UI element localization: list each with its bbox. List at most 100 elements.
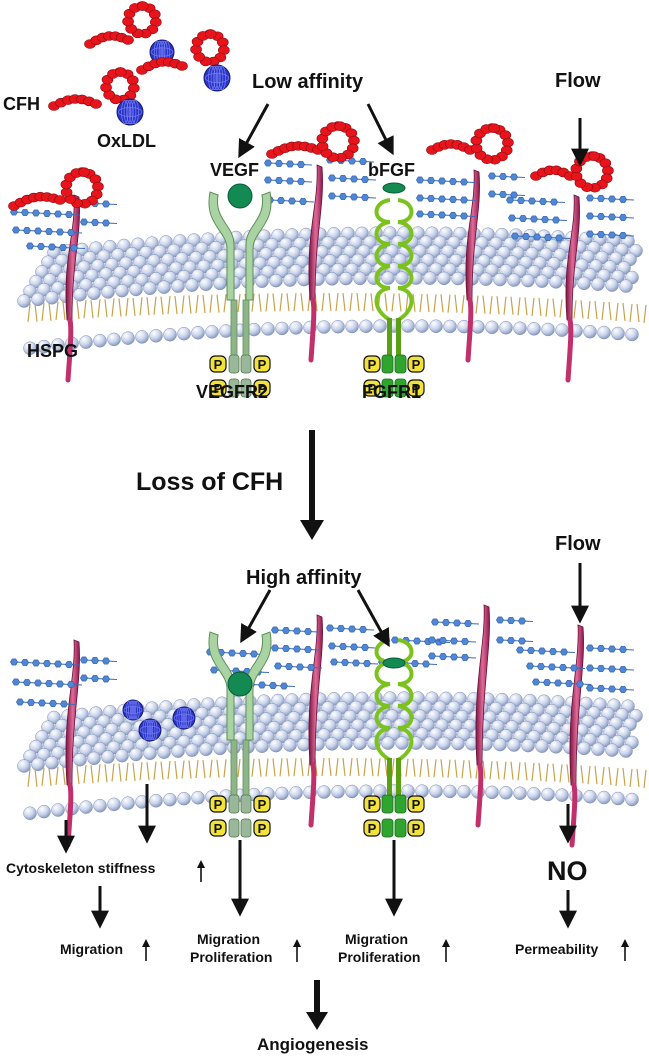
bottom-glycan-11-unit — [307, 664, 315, 671]
bottom-glycan-13-unit — [350, 643, 358, 651]
top-membrane-lipid-tail — [510, 296, 514, 315]
bottom-membrane-lipid-tail — [356, 757, 360, 777]
bottom-membrane-lipid-head — [605, 743, 619, 757]
bottom-membrane-lipid-head — [255, 739, 269, 753]
bottom-glycan-4-unit — [80, 656, 88, 664]
top-membrane-lipid-tail — [489, 296, 493, 315]
top-membrane-lipid-tail — [643, 304, 647, 324]
bottom-hspg-3-tail — [475, 762, 484, 828]
bottom-membrane-lipid-head — [625, 792, 639, 807]
bottom-glycan-2-unit — [12, 678, 20, 686]
bottom-glycan-2-unit — [45, 680, 53, 687]
bottom-membrane-lipid-head — [485, 785, 499, 800]
high-affinity-label: High affinity — [246, 567, 362, 589]
top-membrane-lipid-tail — [132, 297, 136, 316]
bottom-membrane-lipid-tail — [174, 761, 178, 780]
top-membrane-lipid-tail — [48, 302, 52, 321]
bottom-membrane-lipid-tail — [461, 760, 465, 779]
top-membrane-lipid-tail — [573, 300, 577, 319]
top-membrane-lipid-tail — [209, 294, 213, 313]
top-membrane-lipid-tail — [216, 294, 220, 313]
bottom-membrane-lipid-head — [37, 747, 51, 762]
bottom-membrane-lipid-head — [43, 738, 57, 752]
top-hspg-layer — [65, 164, 580, 383]
top-glycan-8-unit — [299, 198, 307, 205]
bottom-glycan-9-unit — [293, 627, 301, 635]
top-glycan-6-unit — [275, 160, 283, 167]
top-membrane-lipid-tail — [139, 297, 143, 316]
bottom-glycan-8-unit — [280, 682, 288, 690]
bottom-membrane-lipid-tail — [349, 757, 353, 777]
top-membrane-lipid-head — [83, 250, 97, 265]
bottom-glycan-13-unit — [339, 643, 347, 650]
top-membrane-lipid-tail — [475, 295, 479, 314]
top-glycan-5-unit — [91, 219, 99, 226]
top-glycan-14-unit — [449, 212, 457, 219]
bottom-glycan-12-unit — [337, 625, 345, 632]
bottom-vegfr2-arm-left — [208, 631, 235, 741]
top-membrane-lipid-head — [255, 274, 269, 288]
bottom-flow-label: Flow — [555, 533, 601, 555]
free-oxldl-3-mesh — [210, 65, 219, 91]
top-glycan-15-unit — [488, 172, 496, 180]
top-membrane-lipid-head — [339, 271, 353, 286]
bottom-glycan-19-unit — [461, 654, 469, 661]
bottom-membrane-lipid-tail — [272, 758, 276, 777]
bottom-fgfr1-bfgf-ligand — [382, 657, 406, 669]
top-membrane-lipid-head — [443, 319, 457, 334]
bottom-membrane-lipid-head — [395, 736, 409, 750]
migration-up-arrow — [142, 939, 150, 961]
bottom-glycan-21-unit — [507, 637, 515, 644]
bottom-vegfr2-phospho-badge — [253, 795, 271, 813]
free-oxldl-2-mesh — [117, 107, 143, 117]
bottom-membrane-lipid-tail — [300, 758, 304, 777]
top-glycan-layer — [10, 156, 635, 252]
top-membrane-lipid-head — [79, 278, 93, 292]
bottom-membrane-lipid-tail — [48, 767, 52, 786]
top-glycan-6-unit — [297, 161, 305, 168]
top-membrane-lipid-head — [331, 319, 345, 334]
free-oxldl-2-mesh — [121, 99, 129, 125]
top-membrane-lipid-head — [499, 321, 513, 335]
bottom-hspg-4-tail — [569, 782, 578, 848]
bottom-membrane-lipid-tail — [188, 760, 192, 779]
bottom-vegfr2-kinase — [228, 794, 240, 814]
top-vegfr2-phospho-badge — [209, 379, 227, 397]
top-membrane-lipid-head — [345, 319, 359, 334]
bottom-glycan-9-unit — [304, 628, 312, 635]
bottom-membrane-lipid-tail — [559, 764, 563, 783]
bottom-membrane-lipid-tail — [90, 765, 94, 784]
top-cfh-1-domain — [78, 167, 90, 177]
top-membrane-lipid-tail — [118, 298, 122, 317]
top-hspg-4 — [565, 194, 580, 321]
bottom-membrane-lipid-tail — [601, 766, 605, 786]
top-glycan-22-unit — [597, 231, 605, 238]
bottom-membrane-lipid-tail — [433, 759, 437, 778]
bottom-membrane-lipid-tail — [286, 758, 290, 777]
bottom-membrane-lipid-head — [289, 786, 303, 800]
bottom-glycan-3-unit — [16, 698, 24, 706]
free-oxldl-2-mesh — [123, 99, 132, 125]
top-cfh-2-domain — [334, 121, 346, 131]
no-label: NO — [547, 856, 588, 886]
bottom-membrane-lipid-tail — [321, 757, 325, 777]
bottom-membrane-lipid-head — [325, 737, 339, 751]
bottom-membrane-lipid-tail — [566, 764, 570, 783]
bottom-membrane-lipid-head — [423, 736, 437, 750]
top-glycan-6-unit — [264, 159, 272, 167]
top-vegfr2-kinase — [228, 378, 240, 398]
top-membrane-lipid-tail — [272, 293, 276, 312]
bottom-glycan-18-unit — [428, 636, 436, 644]
bottom-membrane-lipid-head — [619, 744, 633, 758]
bottom-vegfr2-phospho-label: P — [214, 821, 223, 836]
top-membrane-lipid-tail — [62, 301, 66, 320]
bound-oxldl-2-mesh — [146, 719, 154, 741]
top-membrane-lipid-head — [219, 324, 233, 338]
top-membrane-lipid-tail — [202, 295, 206, 314]
top-membrane-lipid-head — [359, 319, 373, 334]
top-membrane-lipid-head — [317, 320, 331, 334]
bottom-membrane-lipid-tail — [447, 759, 451, 778]
bottom-membrane-lipid-head — [171, 744, 185, 758]
top-membrane-lipid-tail — [188, 295, 192, 314]
top-membrane-lipid-head — [261, 322, 275, 336]
